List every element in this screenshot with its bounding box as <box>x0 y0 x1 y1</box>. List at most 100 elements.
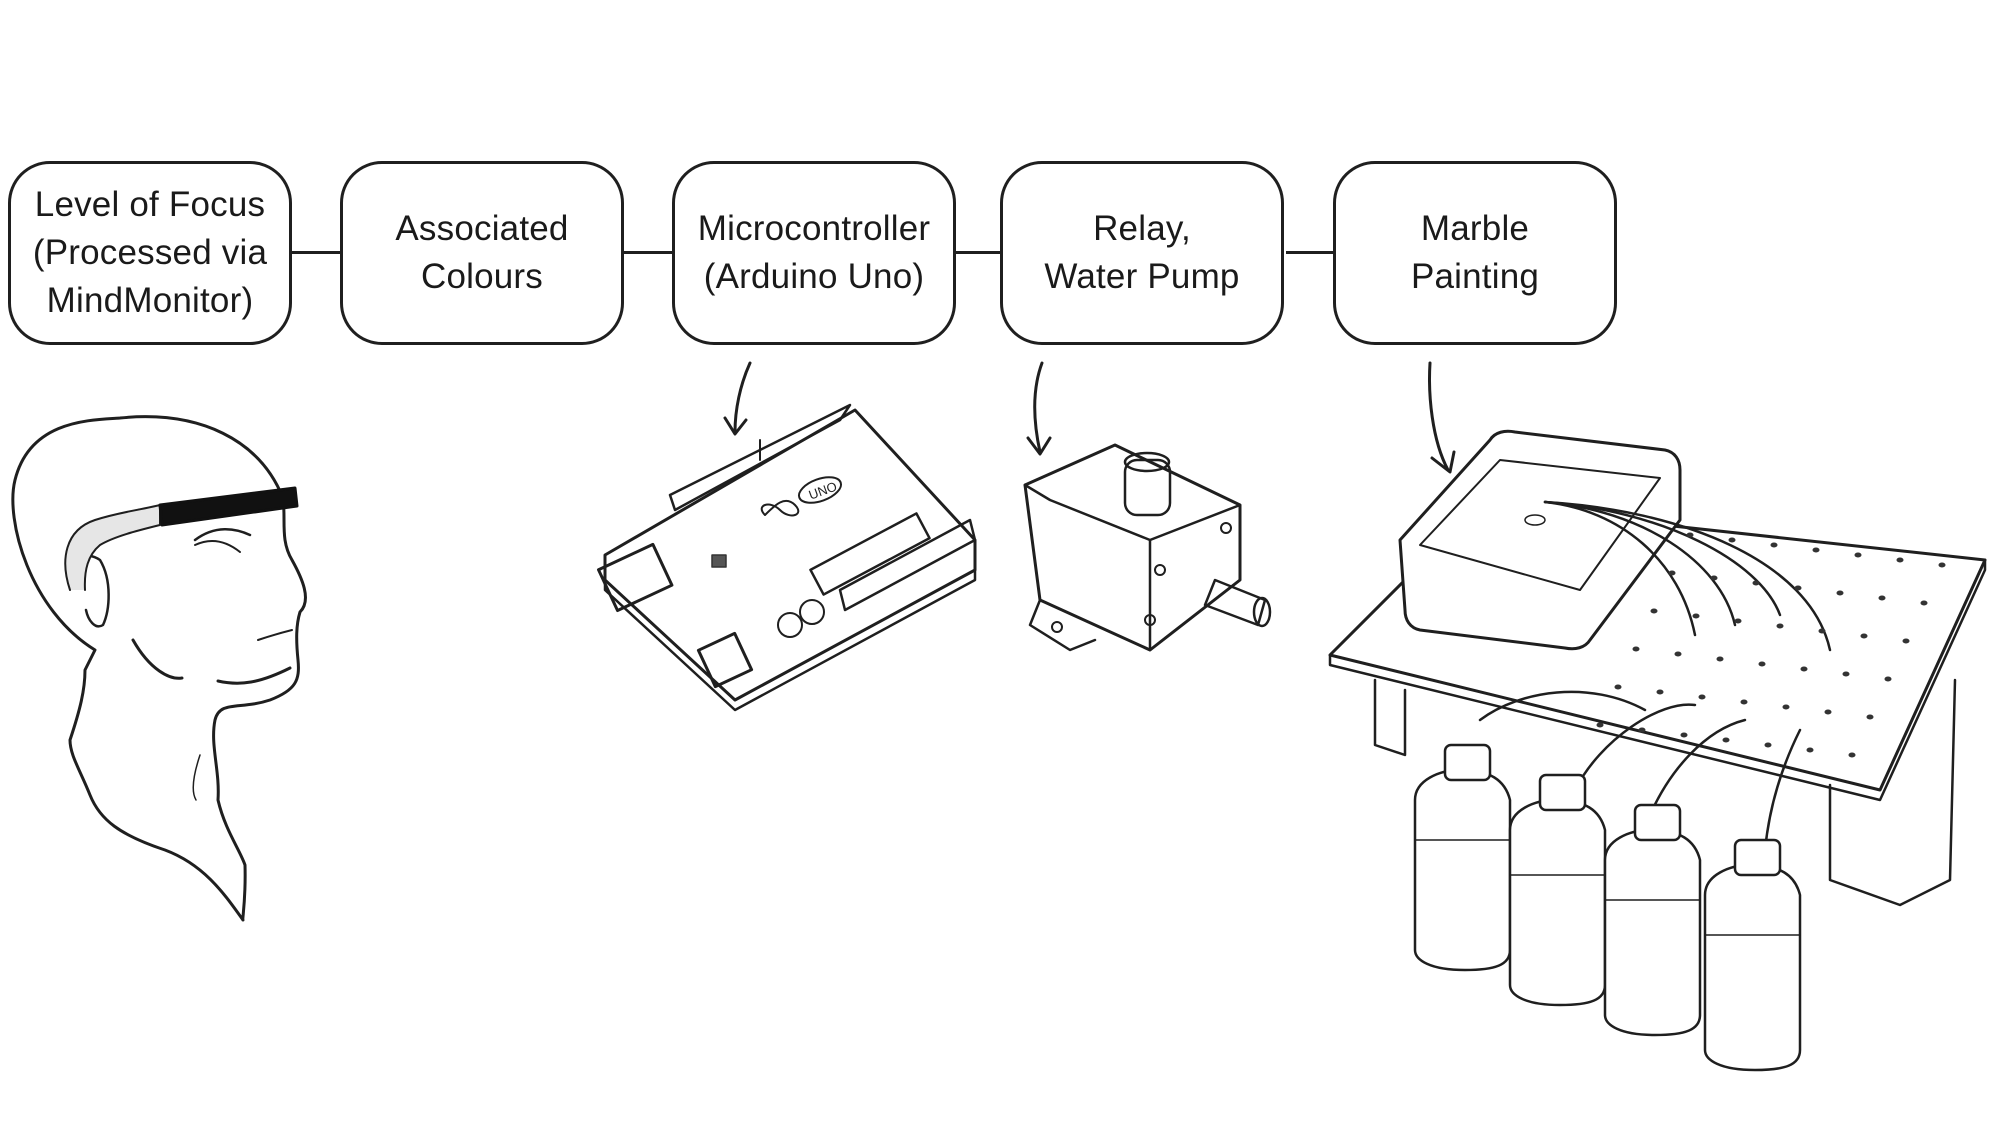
peg-hole <box>1806 747 1814 753</box>
capacitor <box>777 612 803 638</box>
tube <box>1543 500 1832 652</box>
peg-hole <box>1812 547 1820 553</box>
peg-hole <box>1650 608 1658 614</box>
peg-hole <box>1824 709 1832 715</box>
peg-hole <box>1854 552 1862 558</box>
arrowhead <box>723 416 748 436</box>
peg-hole <box>1938 562 1946 568</box>
step-label: Marble Painting <box>1410 209 1540 296</box>
bottle <box>1413 743 1512 972</box>
bottle <box>1703 838 1802 1072</box>
peg-hole <box>1818 628 1826 634</box>
peg-hole <box>1722 737 1730 743</box>
arrow-to-pump <box>1033 361 1044 454</box>
peg-hole <box>1794 585 1802 591</box>
connector-line <box>1286 251 1335 254</box>
step-label: Associated Colours <box>395 209 569 296</box>
step-box-level-of-focus: Level of Focus (Processed via MindMonito… <box>8 161 292 345</box>
peg-hole <box>1734 618 1742 624</box>
pegboard-holes <box>1596 532 1946 758</box>
peg-hole <box>1836 590 1844 596</box>
eye <box>194 539 241 553</box>
peg-hole <box>1800 666 1808 672</box>
mouth <box>257 629 293 641</box>
peg-hole <box>1776 623 1784 629</box>
connector-line <box>291 251 342 254</box>
step-box-relay-water-pump: Relay, Water Pump <box>1000 161 1284 345</box>
arrowhead <box>1430 450 1456 474</box>
peg-hole <box>1758 661 1766 667</box>
pump-foot <box>1028 598 1097 652</box>
arduino-uno-illustration: UNO <box>597 403 977 712</box>
peg-hole <box>1848 752 1856 758</box>
peg-hole <box>1896 557 1904 563</box>
capacitor <box>799 599 825 625</box>
peg-hole <box>1728 537 1736 543</box>
tube <box>1573 703 1697 792</box>
header-right <box>838 518 977 612</box>
step-label: Microcontroller (Arduino Uno) <box>697 209 931 296</box>
peg-hole <box>1860 633 1868 639</box>
peg-hole <box>1842 671 1850 677</box>
pump-body <box>1023 443 1242 652</box>
brow <box>193 528 252 542</box>
infinity-logo <box>760 499 800 517</box>
peg-hole <box>1698 694 1706 700</box>
uno-logo <box>797 476 843 504</box>
support-left <box>1373 678 1407 757</box>
chip <box>809 512 931 596</box>
neck-detail <box>192 754 201 801</box>
step-label: Relay, Water Pump <box>1044 209 1240 296</box>
peg-hole <box>1920 600 1928 606</box>
arrow-to-arduino <box>733 361 752 434</box>
step-label: Level of Focus (Processed via MindMonito… <box>32 185 268 320</box>
step-box-microcontroller: Microcontroller (Arduino Uno) <box>672 161 956 345</box>
peg-hole <box>1668 570 1676 576</box>
tube <box>1763 728 1802 852</box>
tube <box>1543 500 1737 627</box>
peg-hole <box>1674 651 1682 657</box>
connector-line <box>955 251 1002 254</box>
bottle <box>1603 803 1702 1037</box>
step-box-associated-colours: Associated Colours <box>340 161 624 345</box>
peg-hole <box>1740 699 1748 705</box>
headband-dark <box>158 486 299 527</box>
headband-light <box>64 504 161 591</box>
jaw-line <box>131 638 184 680</box>
arrow-to-marble-rig <box>1428 361 1450 472</box>
marble-painting-rig-illustration <box>1328 429 1987 1072</box>
head-outline <box>11 415 307 922</box>
peg-hole <box>1596 722 1604 728</box>
peg-hole <box>1764 742 1772 748</box>
peg-hole <box>1614 684 1622 690</box>
peg-hole <box>1632 646 1640 652</box>
tray <box>1398 429 1682 651</box>
peg-hole <box>1686 532 1694 538</box>
peg-hole <box>1752 580 1760 586</box>
tube <box>1478 690 1647 722</box>
peg-hole <box>1716 656 1724 662</box>
arrowhead <box>1026 436 1052 456</box>
head-with-headband-illustration <box>11 415 307 922</box>
small-chip <box>711 554 727 568</box>
connector-line <box>623 251 674 254</box>
tube <box>1543 500 1697 637</box>
peg-hole <box>1878 595 1886 601</box>
tray-inner <box>1419 459 1661 591</box>
chin-line <box>216 666 292 685</box>
peg-hole <box>1710 575 1718 581</box>
peg-hole <box>1638 727 1646 733</box>
peg-hole <box>1692 613 1700 619</box>
peg-hole <box>1656 689 1664 695</box>
power-jack <box>696 631 754 689</box>
tube <box>1648 718 1747 817</box>
peg-hole <box>1902 638 1910 644</box>
peg-hole <box>1770 542 1778 548</box>
header-top <box>668 403 852 512</box>
usb-port <box>597 542 674 613</box>
peg-hole <box>1884 676 1892 682</box>
water-pump-illustration <box>1023 443 1272 652</box>
pump-outlet-top <box>1123 458 1172 517</box>
bottle <box>1508 773 1607 1007</box>
